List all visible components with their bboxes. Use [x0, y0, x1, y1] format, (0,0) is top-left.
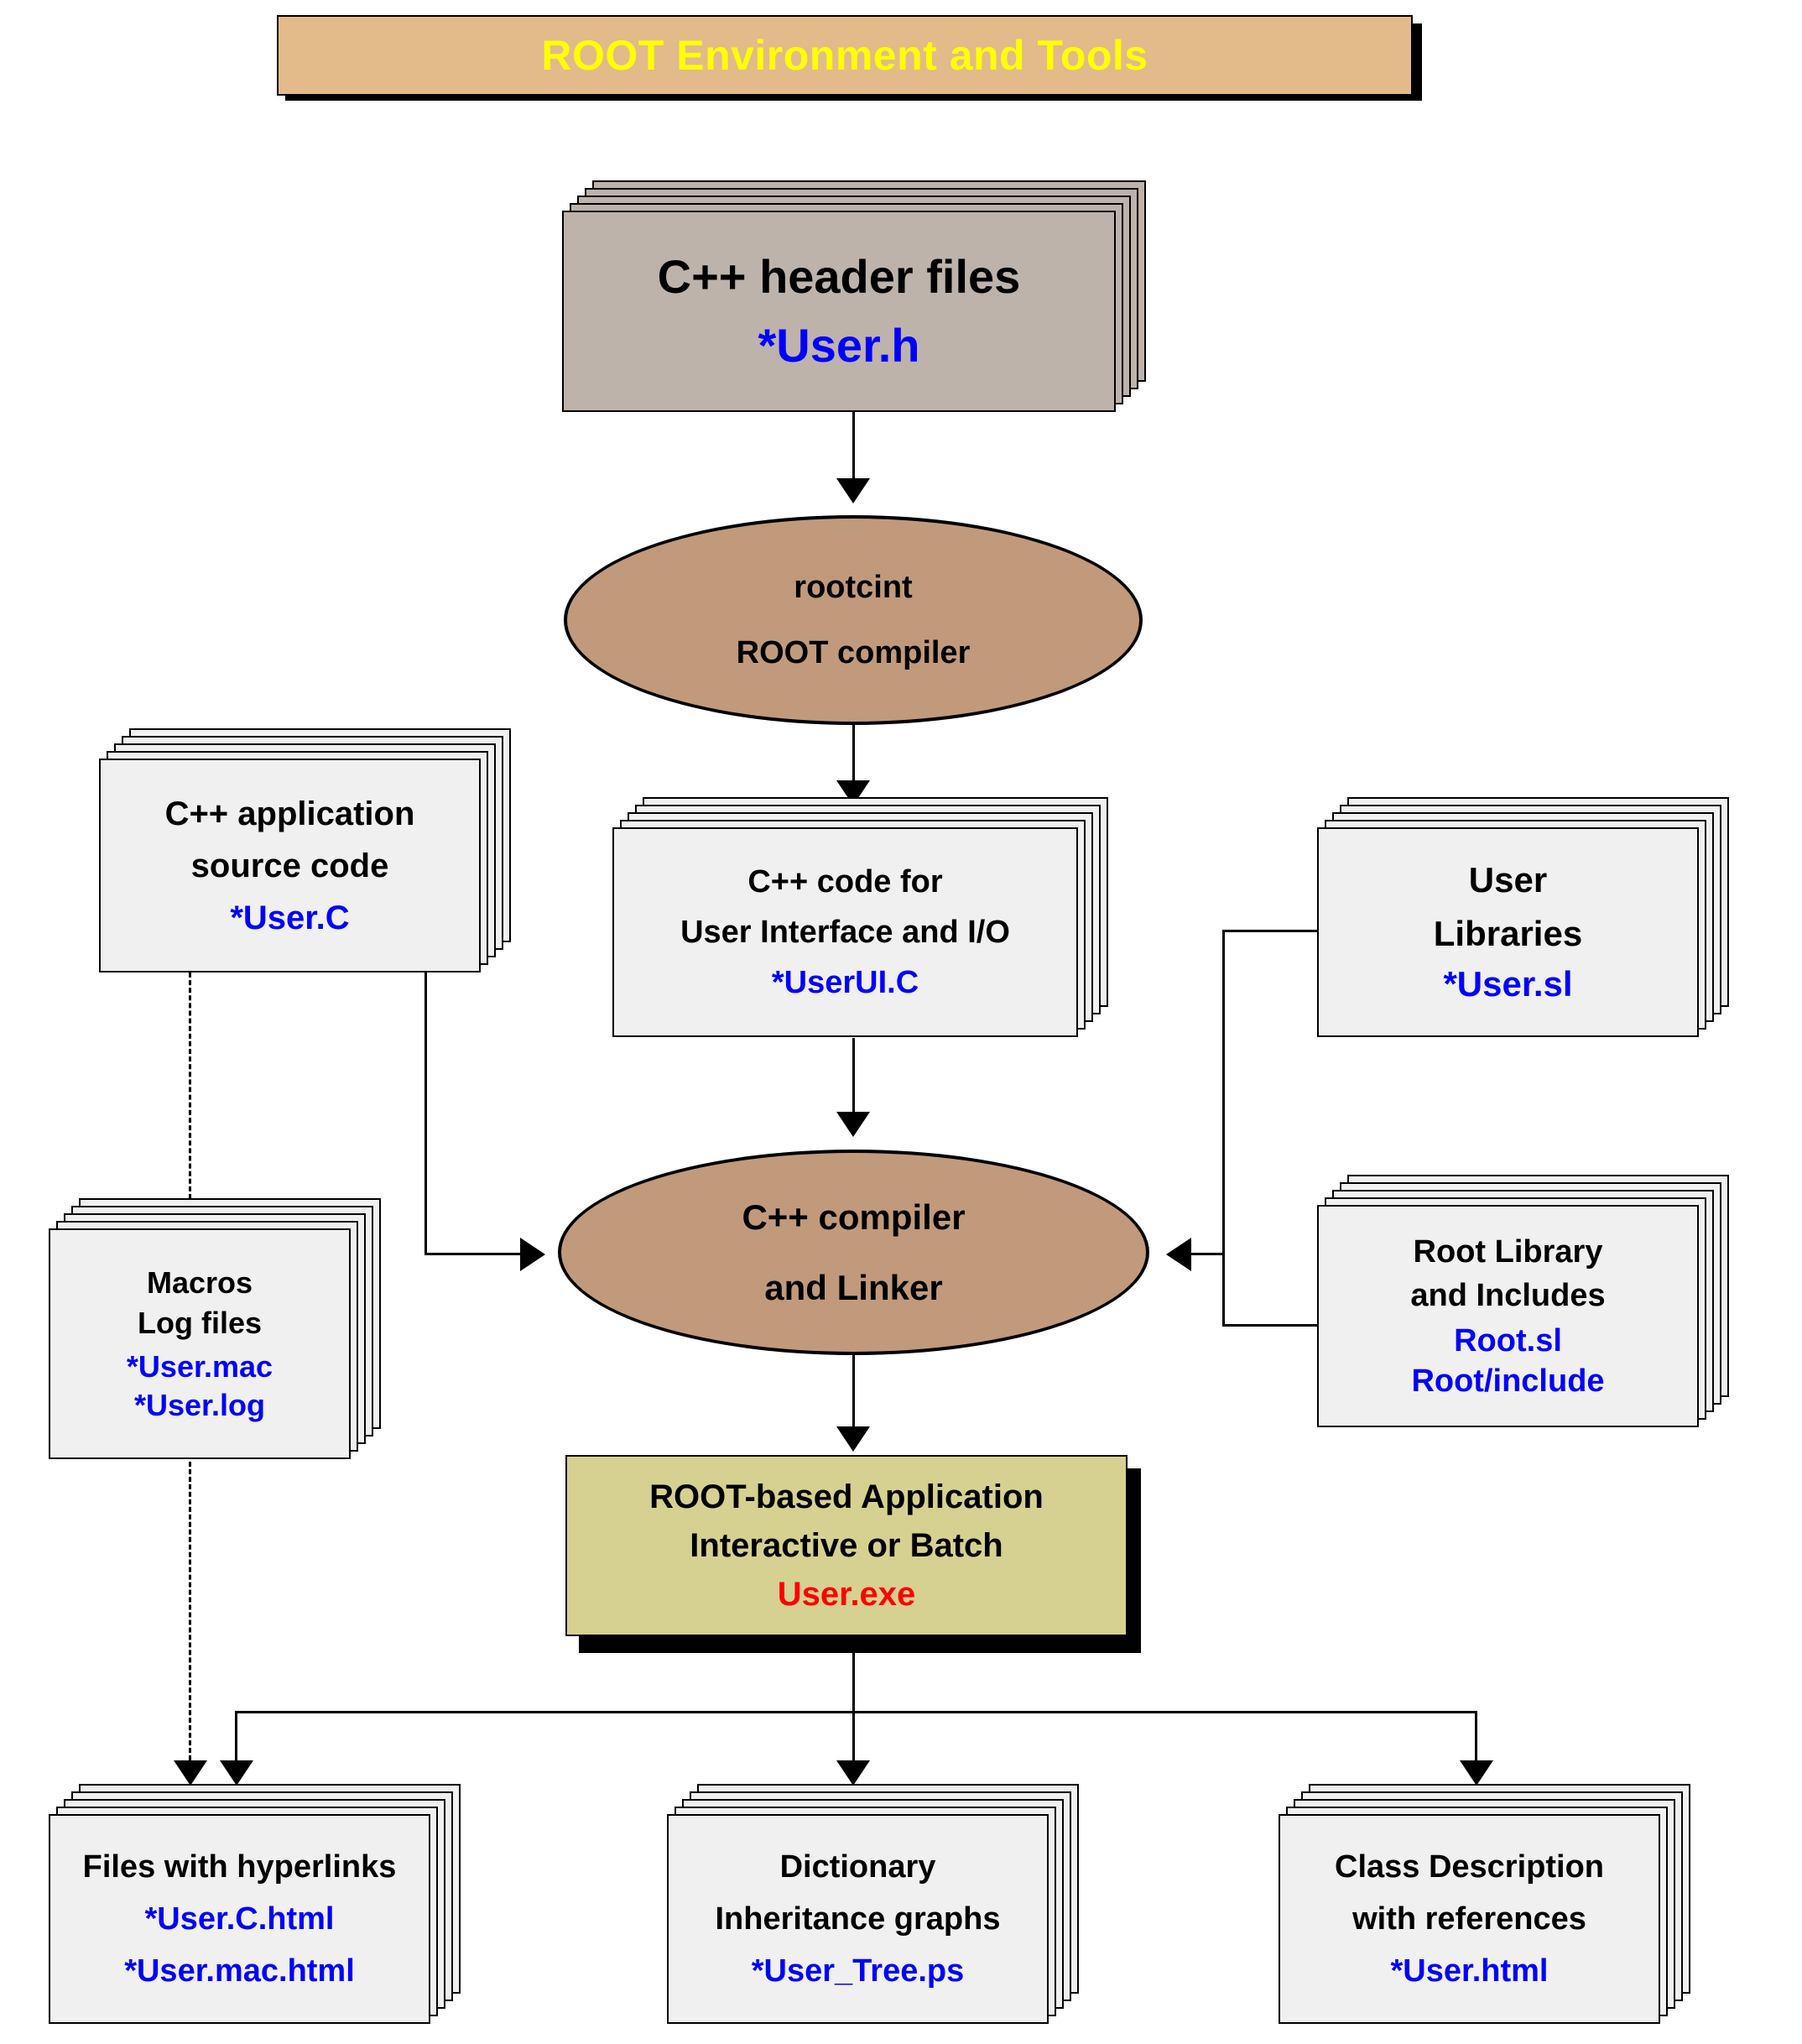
edge-macros-hyperlinks	[189, 1462, 191, 1768]
stack-front: Root Library and Includes Root.sl Root/i…	[1317, 1205, 1699, 1427]
class-description-line1: Class Description	[1335, 1849, 1604, 1885]
root-library-filename-1: Root.sl	[1454, 1322, 1562, 1358]
root-app-line2: Interactive or Batch	[690, 1527, 1003, 1564]
rootcint-line1: rootcint	[794, 570, 913, 605]
arrowhead-left	[1166, 1238, 1191, 1271]
arrowhead-down	[220, 1760, 253, 1786]
stack-front: C++ code for User Interface and I/O *Use…	[612, 827, 1078, 1037]
page-title: ROOT Environment and Tools	[541, 32, 1148, 79]
macros-line2: Log files	[137, 1305, 262, 1340]
edge-compiler-in-right-h	[1191, 1253, 1225, 1255]
arrowhead-right	[520, 1238, 545, 1271]
ui-code-line1: C++ code for	[747, 864, 943, 899]
edge-fanout-bar	[235, 1711, 1477, 1713]
arrowhead-down	[836, 1112, 870, 1137]
header-files-title: C++ header files	[657, 250, 1021, 303]
edge-rootcint-uicode	[852, 723, 855, 792]
edge-appsource-compiler-v	[424, 972, 427, 1255]
macros-line1: Macros	[146, 1264, 253, 1300]
edge-fanout-left	[235, 1711, 237, 1763]
node-macros[interactable]: Macros Log files *User.mac *User.log	[49, 1198, 384, 1463]
user-libraries-line1: User	[1468, 860, 1548, 899]
arrowhead-down	[1460, 1760, 1493, 1786]
arrowhead-down	[836, 478, 870, 503]
dictionary-line1: Dictionary	[779, 1849, 936, 1885]
edge-userlibs-h	[1222, 930, 1319, 932]
edge-userlibs-v	[1222, 930, 1225, 1326]
macros-filename-1: *User.mac	[126, 1348, 273, 1384]
edge-headerfiles-rootcint	[852, 412, 855, 483]
ui-code-filename: *UserUI.C	[771, 965, 919, 1000]
node-class-description[interactable]: Class Description with references *User.…	[1279, 1784, 1694, 2027]
edge-appsource-compiler-h	[424, 1253, 523, 1255]
ui-code-line2: User Interface and I/O	[680, 915, 1010, 950]
app-source-filename: *User.C	[230, 899, 350, 936]
edge-appsource-macros	[189, 972, 191, 1199]
cpp-compiler-line1: C++ compiler	[742, 1197, 966, 1237]
class-description-line2: with references	[1352, 1901, 1586, 1937]
arrowhead-down	[836, 1426, 870, 1452]
stack-front: Macros Log files *User.mac *User.log	[49, 1228, 351, 1459]
node-files-hyperlinks[interactable]: Files with hyperlinks *User.C.html *User…	[49, 1784, 464, 2027]
node-header-files[interactable]: C++ header files *User.h	[562, 180, 1149, 412]
stack-front: Dictionary Inheritance graphs *User_Tree…	[667, 1814, 1049, 2024]
hyperlinks-filename-1: *User.C.html	[144, 1901, 335, 1937]
dictionary-filename: *User_Tree.ps	[751, 1953, 965, 1989]
root-library-line2: and Includes	[1410, 1277, 1606, 1313]
edge-fanout-right	[1475, 1711, 1477, 1763]
user-libraries-filename: *User.sl	[1443, 964, 1573, 1004]
stack-front: C++ header files *User.h	[562, 211, 1116, 412]
node-root-library[interactable]: Root Library and Includes Root.sl Root/i…	[1317, 1175, 1732, 1431]
stack-front: C++ application source code *User.C	[99, 759, 481, 972]
stack-front: Class Description with references *User.…	[1279, 1814, 1660, 2024]
edge-uicode-compiler	[852, 1038, 855, 1122]
stack-front: Files with hyperlinks *User.C.html *User…	[49, 1814, 430, 2024]
root-library-line1: Root Library	[1413, 1233, 1603, 1270]
node-dictionary[interactable]: Dictionary Inheritance graphs *User_Tree…	[667, 1784, 1082, 2027]
header-files-filename: *User.h	[758, 319, 920, 372]
title-banner: ROOT Environment and Tools	[277, 15, 1413, 96]
dictionary-line2: Inheritance graphs	[715, 1901, 1001, 1937]
root-app-line1: ROOT-based Application	[649, 1478, 1044, 1515]
node-root-app[interactable]: ROOT-based Application Interactive or Ba…	[565, 1455, 1128, 1636]
node-cpp-compiler[interactable]: C++ compiler and Linker	[558, 1150, 1149, 1355]
app-source-line2: source code	[190, 847, 389, 884]
class-description-filename: *User.html	[1390, 1953, 1549, 1989]
macros-filename-2: *User.log	[133, 1387, 266, 1422]
root-app-exe: User.exe	[777, 1576, 916, 1613]
rootcint-line2: ROOT compiler	[736, 635, 971, 670]
user-libraries-line2: Libraries	[1433, 914, 1583, 953]
node-ui-code[interactable]: C++ code for User Interface and I/O *Use…	[612, 797, 1112, 1040]
edge-compiler-rootapp	[852, 1353, 855, 1432]
root-library-filename-2: Root/include	[1411, 1363, 1605, 1399]
node-user-libraries[interactable]: User Libraries *User.sl	[1317, 797, 1732, 1040]
arrowhead-down	[174, 1760, 207, 1786]
cpp-compiler-line2: and Linker	[764, 1267, 943, 1307]
stack-front: User Libraries *User.sl	[1317, 827, 1699, 1037]
hyperlinks-filename-2: *User.mac.html	[124, 1953, 355, 1989]
app-source-line1: C++ application	[164, 795, 415, 832]
hyperlinks-line1: Files with hyperlinks	[82, 1849, 397, 1885]
edge-rootlib-h	[1222, 1324, 1319, 1327]
node-app-source[interactable]: C++ application source code *User.C	[99, 728, 514, 976]
node-rootcint[interactable]: rootcint ROOT compiler	[564, 515, 1143, 725]
arrowhead-down	[836, 1760, 870, 1786]
